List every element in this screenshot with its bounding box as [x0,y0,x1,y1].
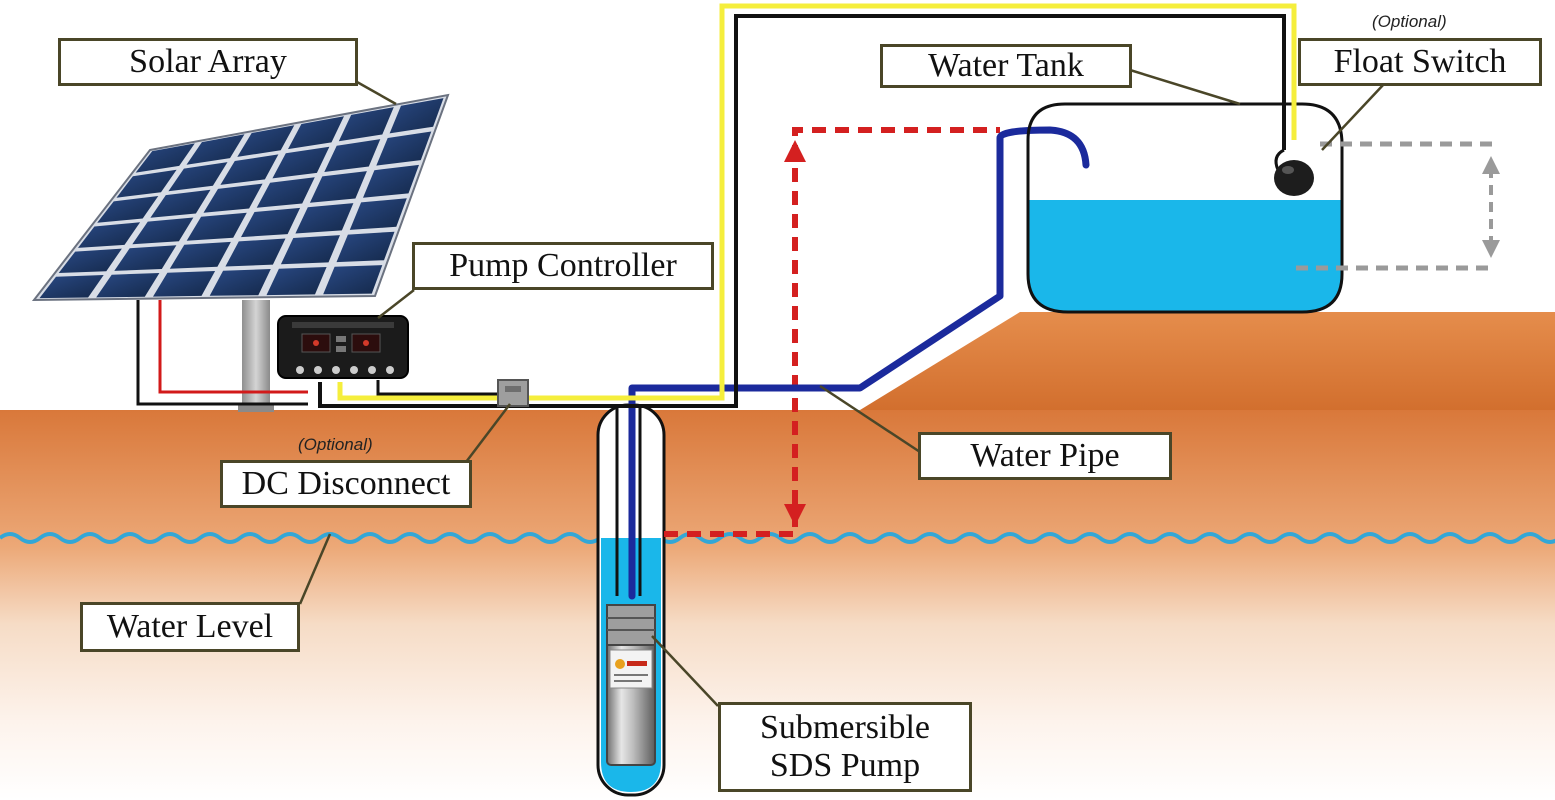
solar-cell [97,196,159,223]
solar-cell [389,98,444,134]
solar-cell [96,273,160,298]
solar-cell [58,248,122,273]
submersible-pump-icon [606,604,656,766]
solar-cell [220,154,279,185]
dc-disconnect-label: DC Disconnect [220,460,472,508]
solar-cell [186,212,247,241]
solar-cell [78,222,141,248]
solar-cell [150,189,211,218]
water-tank-icon [1026,102,1344,314]
solar-cell [241,207,301,238]
solar-cell [295,203,354,234]
solar-cell [349,198,407,230]
solar-panel-icon [31,93,450,302]
solar-cell [272,146,330,179]
solar-cell [309,171,367,203]
solar-cell [169,241,231,269]
solar-cell [266,267,327,296]
float-switch-label: Float Switch [1298,38,1542,86]
solar-cell [225,238,286,267]
float-switch-optional-note: (Optional) [1372,12,1447,31]
solar-cell [203,183,263,213]
pump-label-line2: SDS Pump [769,747,921,784]
dc-disconnect-optional-note: (Optional) [298,435,373,454]
leader-lines [298,68,1385,707]
pump-label-line1: Submersible [760,708,930,746]
solar-cell [288,116,344,150]
water-tank-label: Water Tank [880,44,1132,88]
water-pipe [628,126,1090,600]
solar-pole [242,300,270,412]
solar-cell [256,177,315,208]
solar-cell [338,107,394,142]
solar-cell [336,231,395,263]
submersible-pump-label: Submersible SDS Pump [718,702,972,792]
water-pipe-label: Water Pipe [918,432,1172,480]
solar-cell [114,245,177,271]
water-level-line [0,532,1555,544]
solar-cell [186,134,245,165]
float-range-dimension [1296,141,1500,271]
pump-controller-icon [277,315,409,379]
solar-cell [135,143,195,173]
solar-cell [209,269,271,296]
solar-cell [376,131,432,166]
solar-cell [237,125,295,157]
solar-cell [280,235,340,265]
solar-cell [39,275,104,299]
tank-mound [860,312,1555,410]
solar-cell [363,164,419,198]
pump-controller-label: Pump Controller [412,242,714,290]
solar-array-label: Solar Array [58,38,358,86]
solar-cell [324,139,381,172]
dc-disconnect-box-icon [497,379,529,407]
lift-height-dimension [664,127,1000,537]
wiring [136,3,1297,596]
solar-cell [323,265,383,295]
water-level-label: Water Level [80,602,300,652]
solar-cell [153,271,216,297]
float-switch-icon [1274,148,1314,196]
solar-cell [116,169,177,198]
solar-cell [168,162,228,192]
solar-cell [132,217,194,245]
